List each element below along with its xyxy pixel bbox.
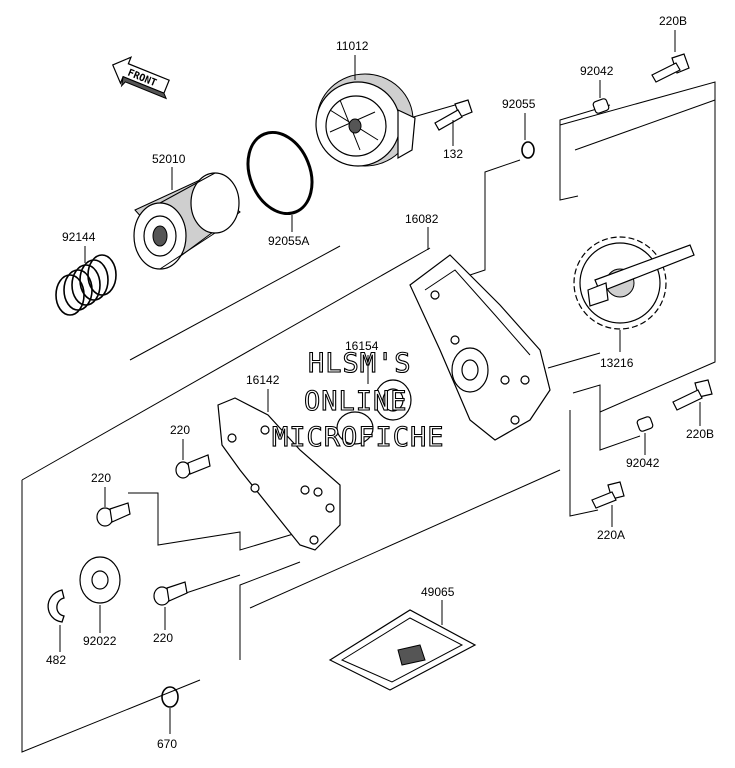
- label-16154: 16154: [345, 339, 379, 353]
- bolt-220B-right-part: [672, 379, 713, 411]
- watermark: HLSM'S ONLINE MICROFICHE: [271, 347, 445, 453]
- label-92022: 92022: [83, 634, 117, 648]
- watermark-line1: HLSM'S: [308, 348, 412, 379]
- label-92055A: 92055A: [268, 234, 309, 248]
- plate-part: [217, 397, 341, 551]
- label-220-b: 220: [91, 471, 111, 485]
- label-13216: 13216: [600, 356, 634, 370]
- oring-92055-part: [521, 141, 535, 159]
- bolt-220A-part: [591, 481, 625, 509]
- oring-92055A-part: [246, 130, 314, 216]
- screw-220-c-part: [153, 581, 188, 606]
- washer-part: [79, 556, 121, 604]
- label-92042-right: 92042: [626, 456, 660, 470]
- label-92055: 92055: [502, 97, 536, 111]
- front-arrow-icon: FRONT: [111, 56, 170, 100]
- pump-cover-part: [315, 73, 416, 167]
- watermark-line3: MICROFICHE: [272, 422, 445, 453]
- spring-part: [55, 254, 117, 316]
- frame-lines: [21, 81, 716, 753]
- label-220B-top: 220B: [659, 14, 687, 28]
- rotor-part: [336, 379, 412, 445]
- oil-screen-part: [328, 609, 477, 691]
- label-220-c: 220: [153, 631, 173, 645]
- dowel-92042-top-part: [592, 98, 610, 114]
- label-49065: 49065: [421, 585, 455, 599]
- screw-220-b-part: [96, 502, 131, 527]
- label-92144: 92144: [62, 230, 96, 244]
- label-92042-top: 92042: [580, 64, 614, 78]
- circlip-part: [47, 589, 65, 623]
- dowel-92042-right-part: [636, 416, 654, 432]
- oring-670-part: [161, 686, 179, 708]
- bolt-132-part: [434, 99, 473, 131]
- screw-220-a-part: [175, 454, 211, 479]
- gear-shaft-part: [573, 236, 695, 330]
- oil-filter-part: [133, 172, 241, 270]
- label-132: 132: [443, 147, 463, 161]
- label-220B-right: 220B: [686, 427, 714, 441]
- watermark-line2: ONLINE: [304, 386, 408, 417]
- label-11012: 11012: [336, 39, 369, 53]
- label-16142: 16142: [246, 373, 280, 387]
- label-220-a: 220: [170, 423, 190, 437]
- bolt-220B-top-part: [651, 53, 690, 83]
- label-52010: 52010: [152, 152, 186, 166]
- part-labels: 220B 92042 11012 92055 132 52010 92055A …: [46, 14, 714, 751]
- label-220A: 220A: [597, 528, 625, 542]
- label-482: 482: [46, 653, 66, 667]
- label-16082: 16082: [405, 212, 439, 226]
- pump-body-part: [409, 254, 551, 441]
- label-670: 670: [157, 737, 177, 751]
